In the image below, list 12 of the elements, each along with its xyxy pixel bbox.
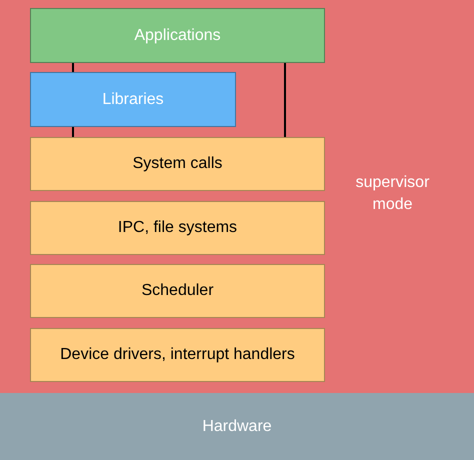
mode-region xyxy=(0,0,474,393)
connector-line xyxy=(72,127,74,137)
hardware-band: Hardware xyxy=(0,393,474,460)
region-label: supervisor mode xyxy=(354,173,430,215)
layer-box: Device drivers, interrupt handlers xyxy=(30,328,325,382)
connector-line xyxy=(72,63,74,72)
layer-box: Scheduler xyxy=(30,264,325,318)
connector-line xyxy=(284,63,286,137)
layer-box: System calls xyxy=(30,137,325,191)
layer-box: Applications xyxy=(30,8,325,63)
layer-box: IPC, file systems xyxy=(30,201,325,255)
layer-box: Libraries xyxy=(30,72,236,127)
